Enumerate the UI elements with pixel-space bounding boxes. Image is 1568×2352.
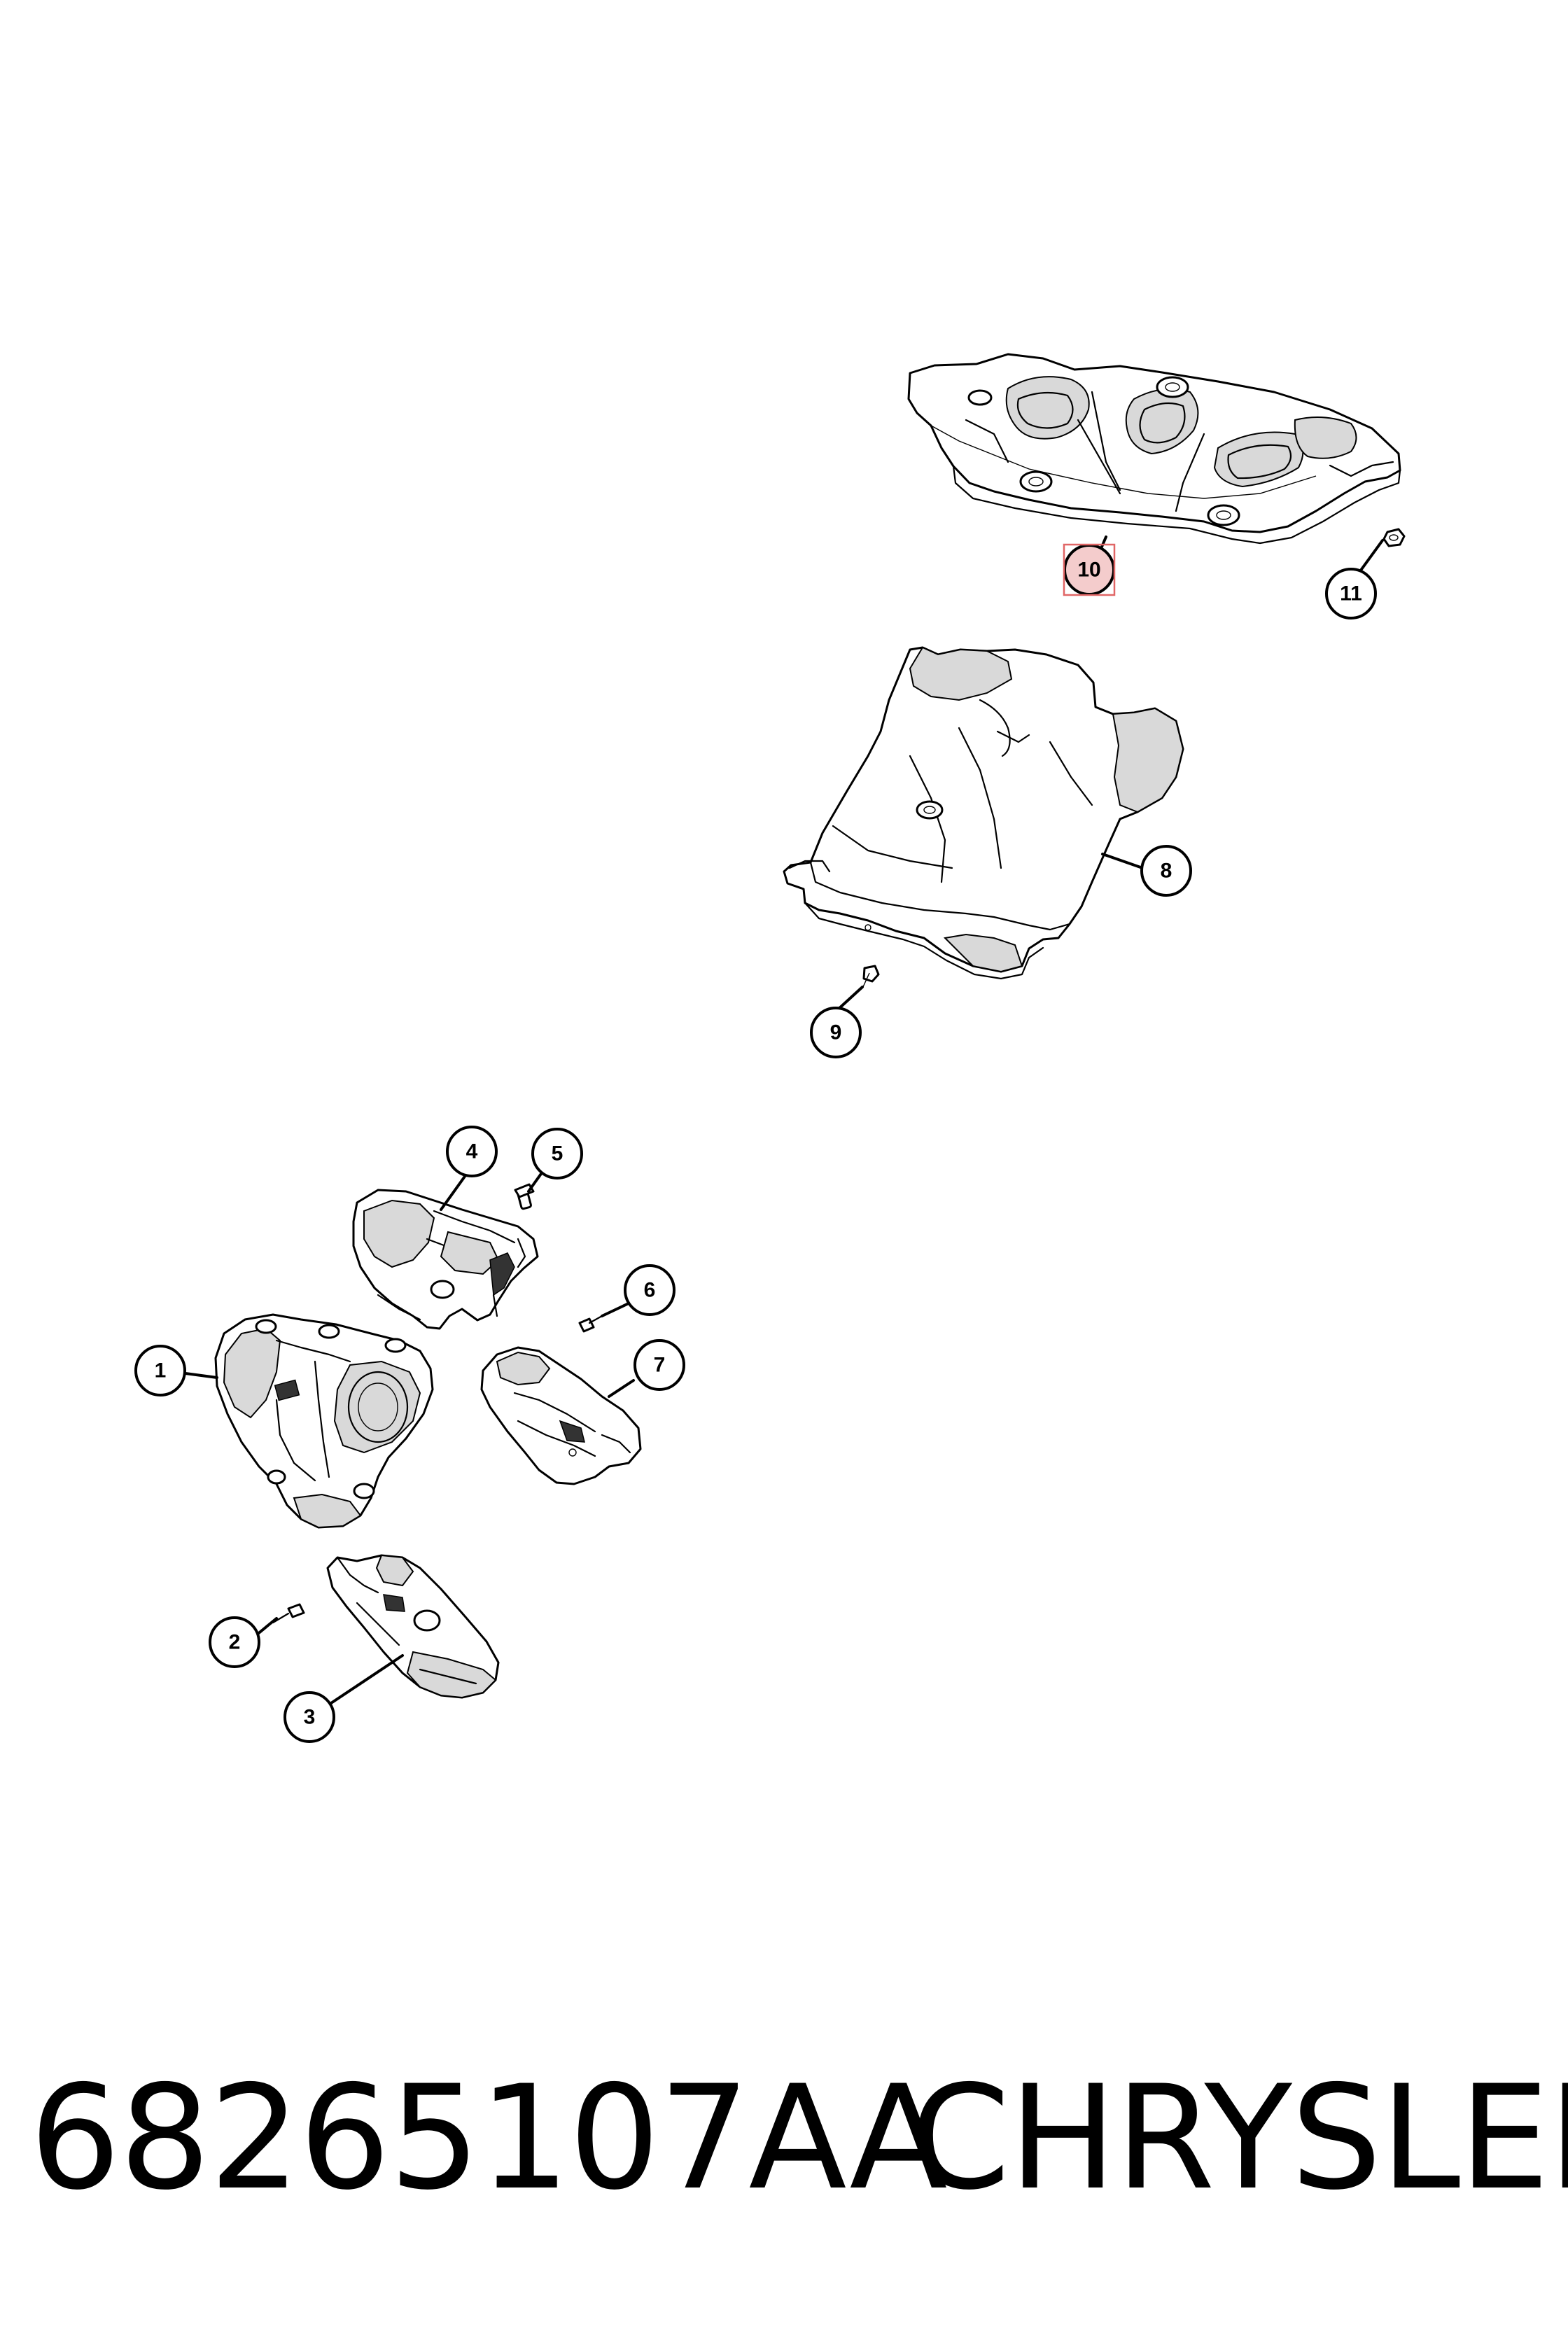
leader-1 <box>184 1372 218 1379</box>
callout-label: 3 <box>304 1706 316 1729</box>
heat-shield-lower-part-8[interactable] <box>783 646 1184 980</box>
callout-label: 10 <box>1077 559 1100 582</box>
callout-4[interactable]: 4 <box>446 1126 498 1177</box>
callout-8[interactable]: 8 <box>1140 845 1192 897</box>
brand-name: CHRYSLER <box>910 2055 1568 2222</box>
callout-label: 4 <box>466 1140 478 1163</box>
callout-2[interactable]: 2 <box>209 1616 260 1668</box>
leader-6 <box>601 1302 630 1317</box>
callout-label: 11 <box>1340 582 1362 606</box>
stud-part-5[interactable] <box>514 1183 535 1210</box>
clip-part-9[interactable] <box>862 965 880 989</box>
heat-shield-upper-part-10[interactable] <box>907 353 1401 545</box>
leader-7 <box>608 1379 635 1398</box>
exhaust-manifold-part-1[interactable] <box>214 1313 434 1529</box>
callout-7[interactable]: 7 <box>634 1339 685 1391</box>
leader-3 <box>328 1654 404 1706</box>
converter-shield-part-3[interactable] <box>326 1554 500 1699</box>
callout-label: 6 <box>644 1279 656 1302</box>
callout-label: 1 <box>155 1359 167 1382</box>
callout-9[interactable]: 9 <box>810 1007 862 1058</box>
callout-label: 2 <box>229 1631 241 1654</box>
manifold-heat-shield-part-4[interactable] <box>352 1189 539 1330</box>
callout-label: 7 <box>654 1354 666 1377</box>
callout-1[interactable]: 1 <box>134 1345 186 1396</box>
callout-5[interactable]: 5 <box>531 1128 583 1180</box>
callout-10[interactable]: 10 <box>1063 543 1116 596</box>
lower-manifold-shield-part-7[interactable] <box>480 1346 642 1485</box>
callout-label: 8 <box>1161 860 1172 883</box>
part-number: 68265107AA <box>29 2055 948 2222</box>
highlight-box <box>1063 543 1116 596</box>
nut-part-11[interactable] <box>1382 528 1406 547</box>
leader-lines <box>184 536 1384 1706</box>
callout-3[interactable]: 3 <box>284 1691 335 1743</box>
bolt-part-6[interactable] <box>578 1315 603 1333</box>
callout-11[interactable]: 11 <box>1325 568 1377 620</box>
leader-2 <box>255 1617 278 1637</box>
callout-label: 9 <box>830 1021 842 1044</box>
leader-8 <box>1101 853 1146 870</box>
footer-caption: 68265107AA CHRYSLER <box>0 2055 1568 2222</box>
leader-9 <box>836 986 864 1011</box>
bolt-part-2[interactable] <box>272 1603 305 1624</box>
callout-label: 5 <box>552 1142 564 1166</box>
callout-6[interactable]: 6 <box>624 1264 676 1316</box>
